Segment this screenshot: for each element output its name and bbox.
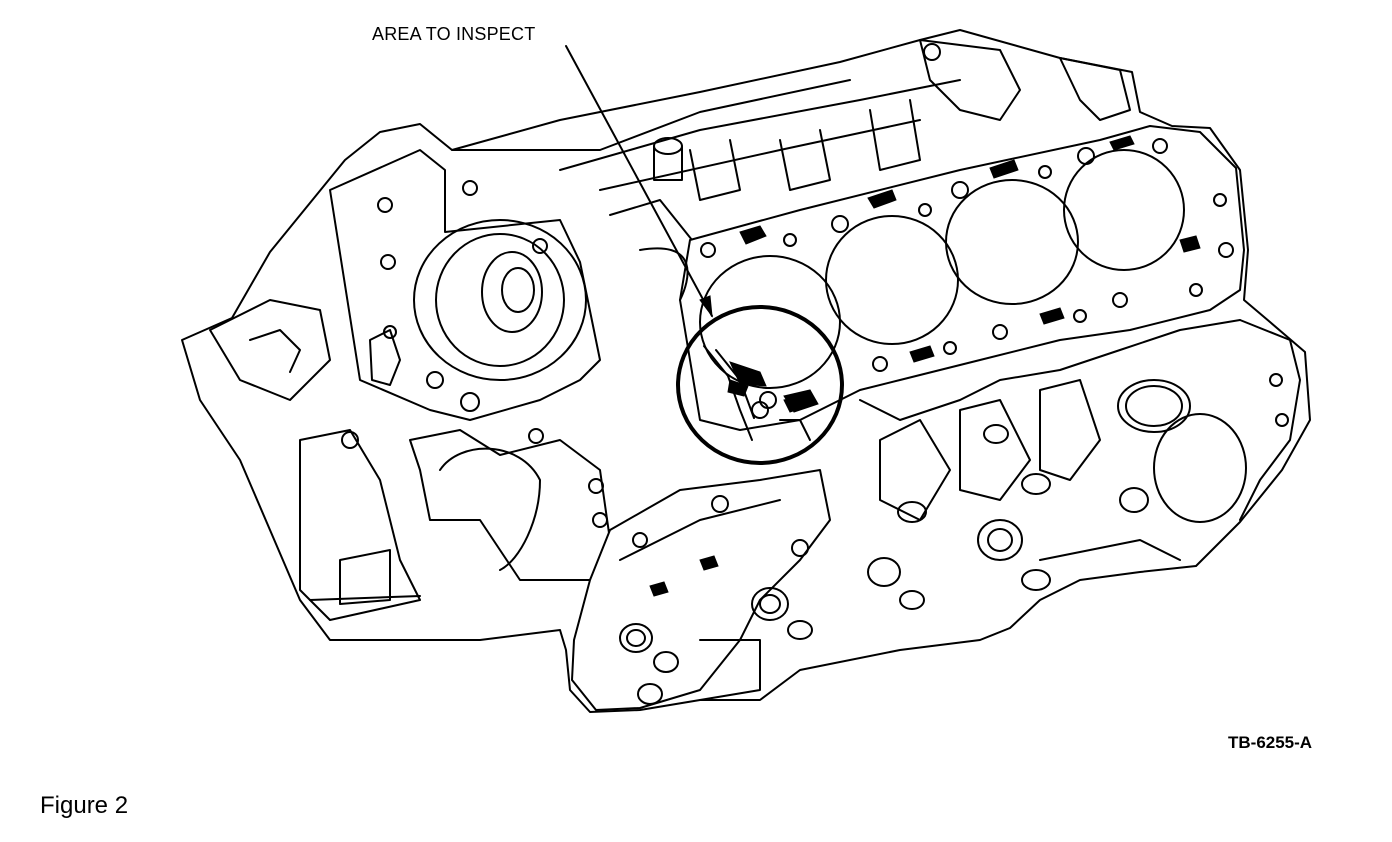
area-to-inspect-label: AREA TO INSPECT [372, 24, 536, 44]
side-wall [787, 319, 1301, 640]
valley-ribs [451, 39, 1131, 251]
inspection-circle [676, 305, 844, 465]
front-face [209, 149, 601, 421]
rear-flange [571, 469, 831, 711]
deck-face [639, 125, 1245, 431]
figure-caption: Figure 2 [40, 792, 129, 819]
callout-leader [565, 45, 713, 318]
figure-part-code: TB-6255-A [1228, 733, 1313, 752]
